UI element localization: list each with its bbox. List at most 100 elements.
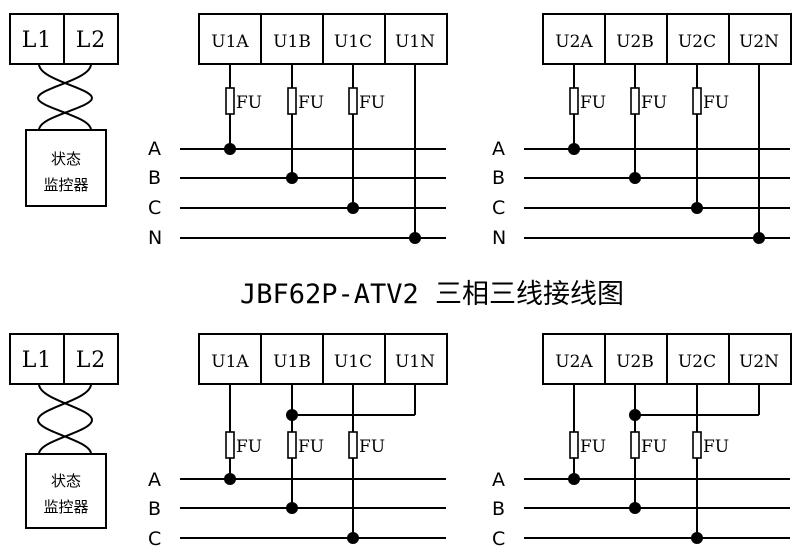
junction-dot (629, 172, 641, 184)
fuse-label: FU (703, 93, 729, 113)
fuse-body (287, 431, 297, 459)
twisted-pair-wire (38, 383, 94, 455)
phase-label-n: N (492, 227, 506, 249)
terminal-label-u1n: U1N (395, 352, 435, 372)
fuse-body (348, 431, 358, 459)
junction-dot (347, 202, 359, 214)
terminal-label-u1a: U1A (211, 32, 249, 52)
fuse-label: FU (359, 93, 385, 113)
phase-label-c: C (492, 528, 505, 550)
status-monitor-label-line1: 状态 (51, 472, 81, 490)
phase-label-b: B (492, 167, 505, 189)
junction-dot (286, 172, 298, 184)
status-monitor-top: L1 L2 状态 监控器 (9, 13, 119, 207)
terminal-label-u1c: U1C (334, 32, 372, 52)
wiring-block-u1-bottom: U1A U1B U1C U1N FU FU FU (180, 333, 448, 544)
junction-dot (409, 232, 421, 244)
twisted-pair-wire (36, 383, 92, 455)
fuse-body (692, 431, 702, 459)
terminal-label-u2n: U2N (739, 352, 779, 372)
phase-label-c: C (492, 197, 505, 219)
fuse-body (569, 431, 579, 459)
terminal-label-u1c: U1C (334, 352, 372, 372)
fuse-label: FU (641, 437, 667, 457)
terminal-label-u2a: U2A (555, 352, 593, 372)
fuse-body (348, 87, 358, 115)
terminal-label-u2n: U2N (739, 32, 779, 52)
phase-label-a: A (492, 469, 505, 491)
status-monitor-label-line2: 监控器 (43, 176, 88, 194)
phase-label-c: C (148, 197, 161, 219)
twisted-pair-wire (36, 63, 92, 131)
terminal-label-u2b: U2B (616, 32, 654, 52)
fuse: FU (225, 87, 262, 115)
terminal-label-u2b: U2B (616, 352, 654, 372)
fuse: FU (287, 87, 324, 115)
fuse-body (630, 87, 640, 115)
fuse-label: FU (580, 437, 606, 457)
terminal-label-u1n: U1N (395, 32, 435, 52)
junction-dot (568, 143, 580, 155)
junction-dot (629, 409, 641, 421)
junction-dot (691, 532, 703, 544)
fuse-label: FU (703, 437, 729, 457)
junction-dot (629, 502, 641, 514)
fuse: FU (569, 87, 606, 115)
fuse: FU (569, 431, 606, 459)
fuse-label: FU (236, 93, 262, 113)
terminal-label-u1a: U1A (211, 352, 249, 372)
junction-dot (286, 409, 298, 421)
terminal-label-u2c: U2C (678, 352, 716, 372)
fuse-body (692, 87, 702, 115)
fuse-body (569, 87, 579, 115)
fuse: FU (348, 87, 385, 115)
fuse: FU (692, 87, 729, 115)
terminal-l2-label: L2 (76, 28, 107, 53)
fuse-body (225, 87, 235, 115)
junction-dot (753, 232, 765, 244)
phase-label-c: C (148, 528, 161, 550)
twisted-pair-wire (38, 63, 94, 131)
phase-label-b: B (492, 498, 505, 520)
terminal-label-u1b: U1B (273, 32, 311, 52)
status-monitor-box (25, 129, 107, 207)
wiring-block-u2-bottom: U2A U2B U2C U2N FU FU FU (524, 333, 792, 544)
phase-label-b: B (148, 498, 161, 520)
phase-label-b: B (148, 167, 161, 189)
fuse-label: FU (580, 93, 606, 113)
fuse: FU (630, 87, 667, 115)
diagram-title: JBF62P-ATV2 三相三线接线图 (240, 279, 624, 310)
phase-label-a: A (148, 138, 161, 160)
fuse-body (630, 431, 640, 459)
terminal-label-u1b: U1B (273, 352, 311, 372)
fuse-body (225, 431, 235, 459)
terminal-label-u2c: U2C (678, 32, 716, 52)
status-monitor-label-line1: 状态 (51, 150, 81, 168)
fuse: FU (692, 431, 729, 459)
fuse: FU (630, 431, 667, 459)
fuse-label: FU (641, 93, 667, 113)
status-monitor-bottom: L1 L2 状态 监控器 (9, 333, 119, 529)
fuse-label: FU (298, 437, 324, 457)
fuse-label: FU (236, 437, 262, 457)
status-monitor-label-line2: 监控器 (43, 498, 88, 516)
phase-label-n: N (148, 227, 162, 249)
junction-dot (224, 143, 236, 155)
fuse: FU (287, 431, 324, 459)
fuse-label: FU (359, 437, 385, 457)
phase-label-a: A (148, 469, 161, 491)
fuse: FU (225, 431, 262, 459)
fuse-label: FU (298, 93, 324, 113)
junction-dot (347, 532, 359, 544)
phase-label-a: A (492, 138, 505, 160)
terminal-l1-label: L1 (22, 348, 53, 373)
terminal-l1-label: L1 (22, 28, 53, 53)
junction-dot (224, 473, 236, 485)
status-monitor-box (25, 453, 107, 529)
fuse: FU (348, 431, 385, 459)
wiring-block-u1-top: U1A U1B U1C U1N FU FU FU (180, 13, 448, 244)
junction-dot (691, 202, 703, 214)
